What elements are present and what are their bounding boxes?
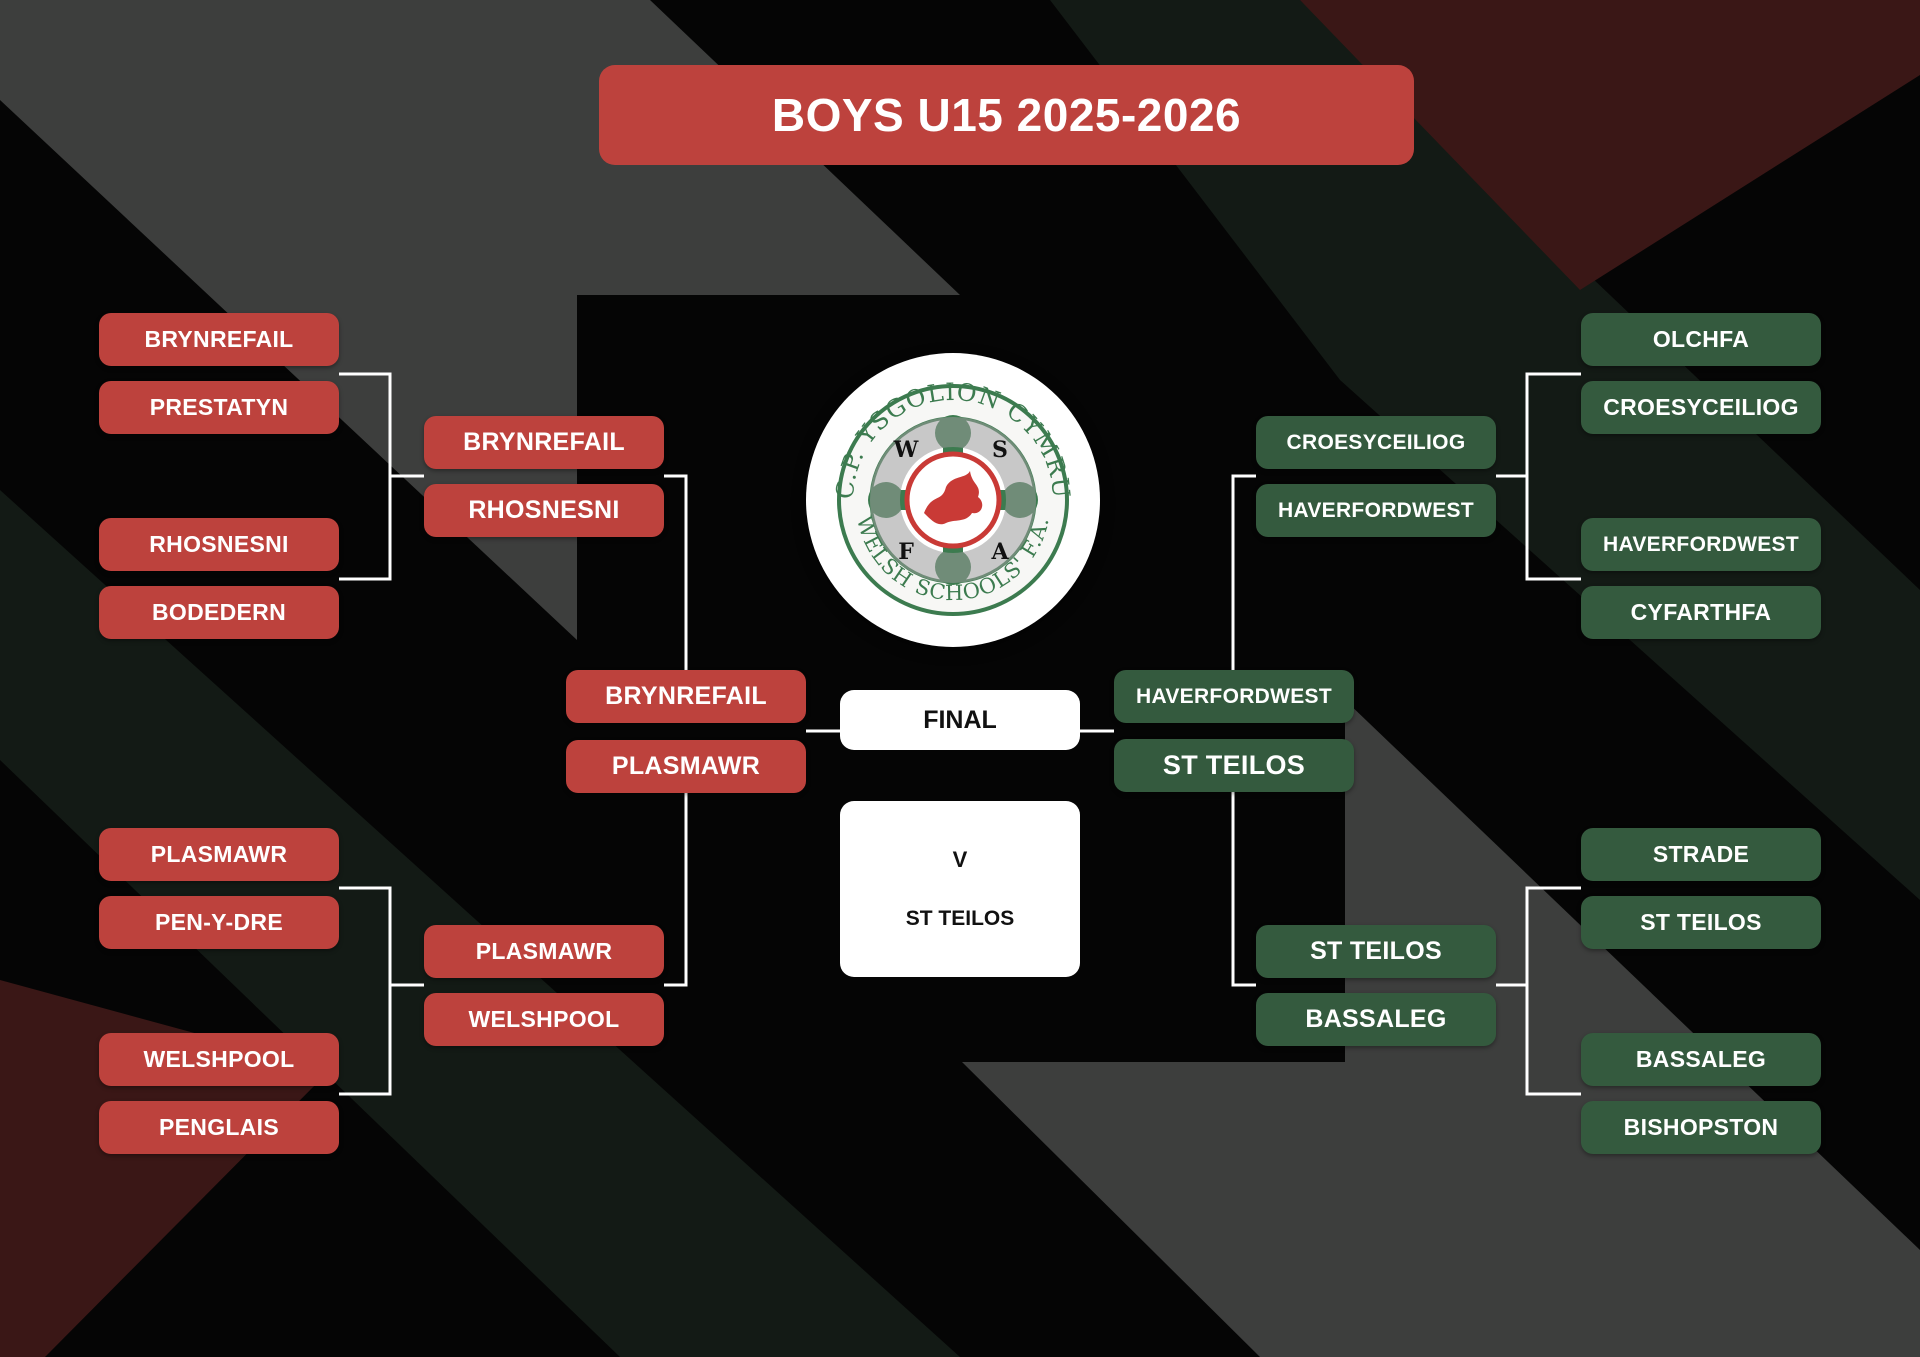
right-qf-team-2: HAVERFORDWEST [1256, 484, 1496, 537]
svg-text:S: S [992, 437, 1008, 463]
left-r1-team-6: PEN-Y-DRE [99, 896, 339, 949]
final-team: ST TEILOS [905, 907, 1015, 930]
svg-text:W: W [893, 437, 919, 463]
right-qf-team-1: CROESYCEILIOG [1256, 416, 1496, 469]
right-sf-team-2: ST TEILOS [1114, 739, 1354, 792]
right-r1-team-2: CROESYCEILIOG [1581, 381, 1821, 434]
right-sf-team-1: HAVERFORDWEST [1114, 670, 1354, 723]
left-qf-team-1: BRYNREFAIL [424, 416, 664, 469]
left-r1-team-1: BRYNREFAIL [99, 313, 339, 366]
right-r1-team-8: BISHOPSTON [1581, 1101, 1821, 1154]
right-qf-team-4: BASSALEG [1256, 993, 1496, 1046]
welsh-schools-fa-crest-icon: C.P. YSGOLION CYMRU WELSH SCHOOLS' F.A. … [806, 353, 1100, 647]
right-qf-team-3: ST TEILOS [1256, 925, 1496, 978]
final-label: FINAL [840, 690, 1080, 750]
versus-label: V [952, 847, 968, 872]
svg-text:F: F [898, 539, 914, 565]
left-qf-team-4: WELSHPOOL [424, 993, 664, 1046]
right-r1-team-3: HAVERFORDWEST [1581, 518, 1821, 571]
left-sf-team-1: BRYNREFAIL [566, 670, 806, 723]
right-r1-team-6: ST TEILOS [1581, 896, 1821, 949]
final-matchup-box: V ST TEILOS [840, 801, 1080, 977]
left-r1-team-2: PRESTATYN [99, 381, 339, 434]
right-r1-team-1: OLCHFA [1581, 313, 1821, 366]
left-qf-team-2: RHOSNESNI [424, 484, 664, 537]
left-r1-team-3: RHOSNESNI [99, 518, 339, 571]
left-r1-team-7: WELSHPOOL [99, 1033, 339, 1086]
right-r1-team-7: BASSALEG [1581, 1033, 1821, 1086]
svg-text:A: A [990, 539, 1009, 565]
left-qf-team-3: PLASMAWR [424, 925, 664, 978]
right-r1-team-5: STRADE [1581, 828, 1821, 881]
left-sf-team-2: PLASMAWR [566, 740, 806, 793]
left-r1-team-5: PLASMAWR [99, 828, 339, 881]
page-title: BOYS U15 2025-2026 [599, 65, 1414, 165]
left-r1-team-8: PENGLAIS [99, 1101, 339, 1154]
left-r1-team-4: BODEDERN [99, 586, 339, 639]
right-r1-team-4: CYFARTHFA [1581, 586, 1821, 639]
